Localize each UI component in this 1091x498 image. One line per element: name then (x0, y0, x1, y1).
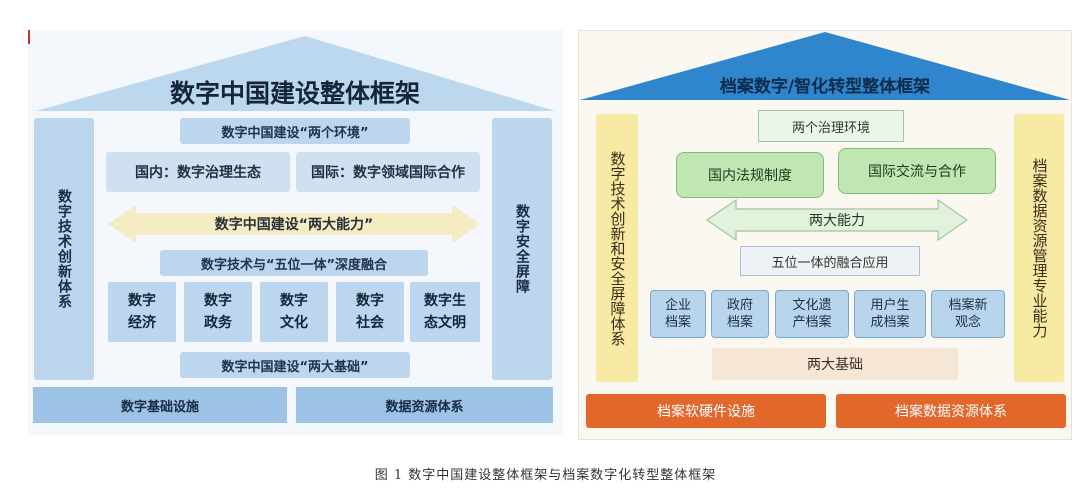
left-cell-line: 数字 (280, 293, 308, 309)
right-env-international: 国际交流与合作 (838, 148, 996, 194)
figure-caption: 图 1 数字中国建设整体框架与档案数字化转型整体框架 (374, 468, 717, 483)
right-right-pillar: 档案数据资源管理专业能力 (1014, 114, 1064, 382)
left-pillar-tech-innovation: 数字技术创新体系 (34, 118, 94, 380)
right-cell-line: 政府 (726, 298, 753, 313)
left-cell-line: 数字 (204, 293, 232, 309)
left-foundation: 数字中国建设“两大基础” (180, 352, 410, 378)
right-pillar-security: 数字安全屏障 (492, 118, 552, 380)
left-ability-arrow (108, 205, 480, 243)
left-cell-line: 社会 (356, 315, 384, 331)
right-title: 档案数字/智化转型整体框架 (719, 76, 931, 97)
right-cell-user-generated-archives: 用户生 成档案 (854, 290, 926, 338)
right-cell-line: 成档案 (870, 315, 910, 330)
left-cell-digital-economy: 数字 经济 (108, 282, 176, 342)
right-roof (580, 32, 1070, 100)
left-ability-arrow-shape (108, 205, 480, 243)
right-cell-line: 观念 (954, 315, 981, 330)
left-base-infrastructure: 数字基础设施 (33, 387, 287, 423)
left-cell-line: 数字 (356, 293, 384, 309)
left-env-domestic: 国内：数字治理生态 (106, 152, 290, 192)
left-cell-digital-government: 数字 政务 (184, 282, 252, 342)
left-roof (36, 36, 555, 111)
right-base-data-resources: 档案数据资源体系 (836, 394, 1066, 428)
right-cell-government-archives: 政府 档案 (711, 290, 769, 338)
left-red-mark (28, 30, 30, 44)
left-integration: 数字技术与“五位一体”深度融合 (160, 250, 428, 276)
left-cell-line: 文化 (280, 315, 308, 331)
left-cell-line: 数字 (128, 293, 156, 309)
left-cell-line: 经济 (128, 315, 156, 331)
left-cell-ecological-civilization: 数字生 态文明 (410, 282, 480, 342)
right-ability-arrow (706, 198, 968, 242)
right-env: 两个治理环境 (758, 110, 904, 142)
right-cell-archives-new-concept: 档案新 观念 (931, 290, 1005, 338)
left-cell-digital-society: 数字 社会 (336, 282, 404, 342)
left-roof-shape (36, 36, 555, 111)
right-foundation: 两大基础 (712, 348, 958, 380)
right-cell-heritage-archives: 文化遗 产档案 (775, 290, 849, 338)
right-cell-line: 产档案 (792, 315, 832, 330)
right-cell-line: 文化遗 (792, 298, 832, 313)
right-cell-line: 企业 (664, 298, 691, 313)
right-cell-line: 档案新 (948, 298, 988, 313)
right-left-pillar: 数字技术创新和安全屏障体系 (596, 114, 638, 382)
left-cell-line: 态文明 (424, 315, 466, 331)
right-env-domestic: 国内法规制度 (676, 152, 824, 198)
left-cell-line: 政务 (204, 315, 232, 331)
left-title: 数字中国建设整体框架 (169, 79, 420, 108)
left-cell-digital-culture: 数字 文化 (260, 282, 328, 342)
right-base-infrastructure: 档案软硬件设施 (586, 394, 826, 428)
right-ability-label: 两大能力 (809, 213, 865, 229)
right-cell-line: 档案 (726, 315, 753, 330)
right-cell-line: 用户生 (870, 298, 910, 313)
right-integration: 五位一体的融合应用 (740, 246, 920, 276)
right-cell-line: 档案 (664, 315, 691, 330)
left-env-international: 国际：数字领域国际合作 (296, 152, 480, 192)
left-env-header: 数字中国建设“两个环境” (180, 118, 410, 144)
left-ability-label: 数字中国建设“两大能力” (214, 217, 374, 233)
left-base-data-resources: 数据资源体系 (296, 387, 553, 423)
right-cell-enterprise-archives: 企业 档案 (650, 290, 706, 338)
right-ability-arrow-shape (706, 198, 968, 242)
right-roof-shape (580, 32, 1070, 100)
left-cell-line: 数字生 (424, 293, 466, 309)
